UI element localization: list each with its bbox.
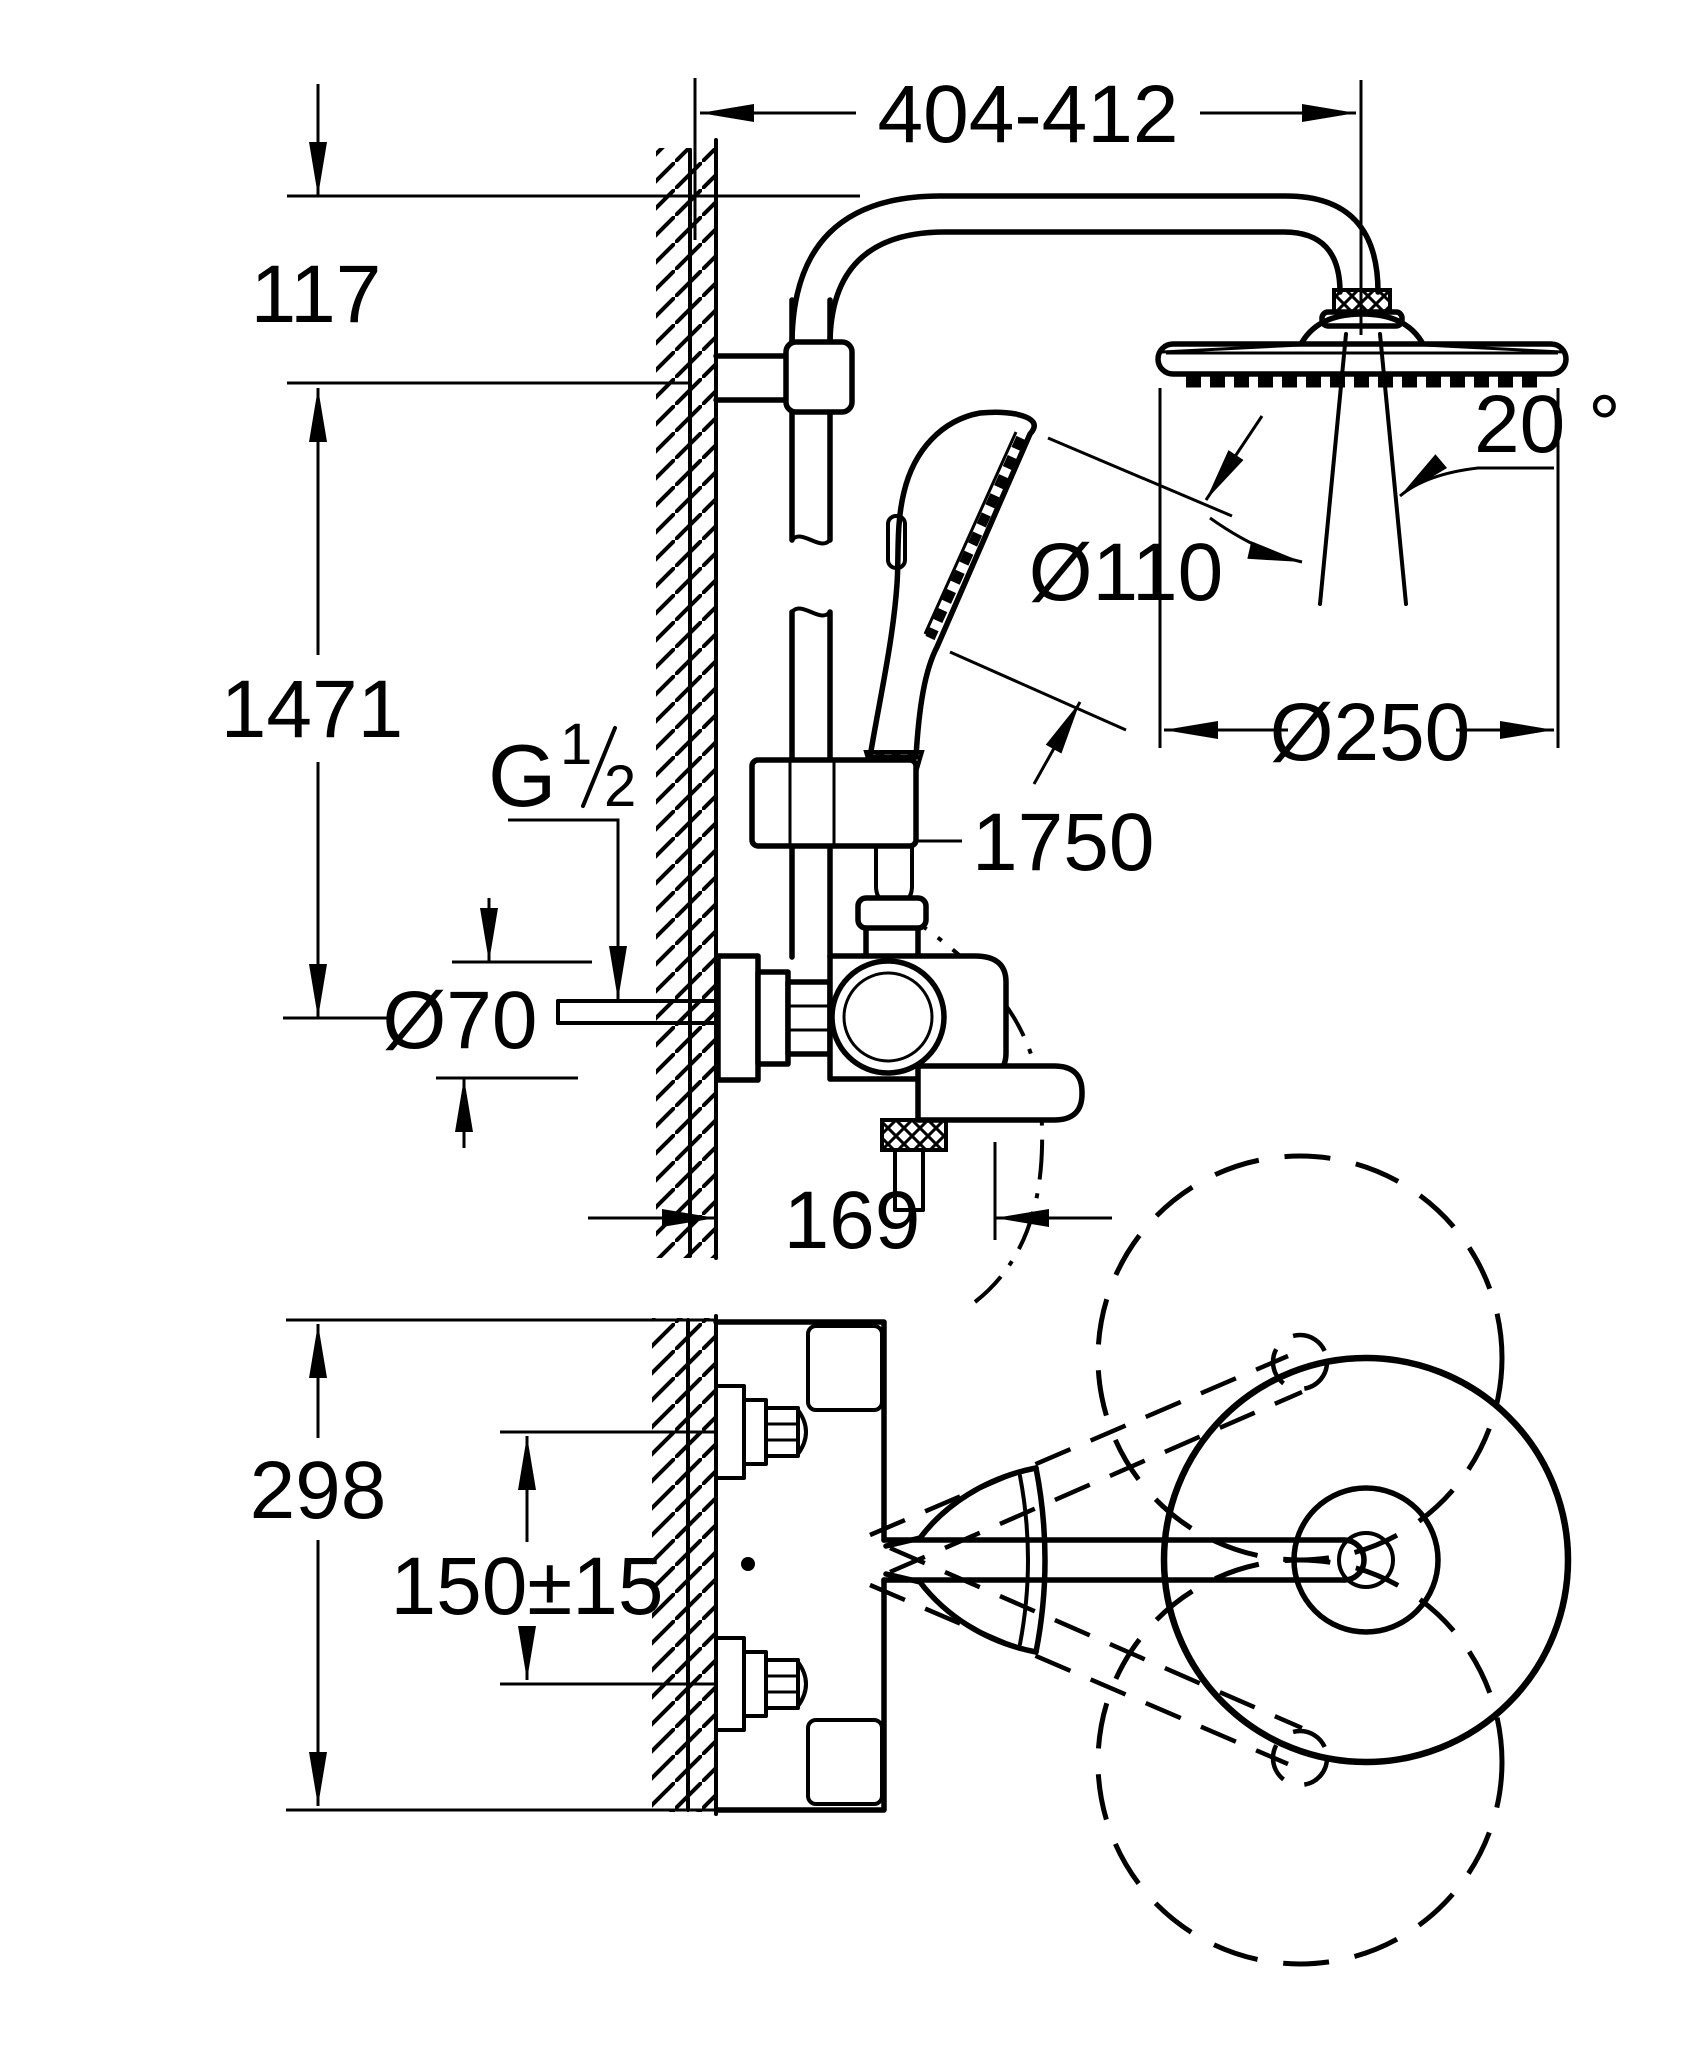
bath-mixer-side: [715, 895, 1085, 1212]
dim-thread-num: 1: [560, 712, 592, 777]
swivel-line: [1378, 332, 1408, 606]
side-view: 404-412 117 1471 G 1 2 Ø70: [221, 69, 1621, 1304]
supply-nut-lower: [764, 1658, 800, 1710]
dim-head-drop: 117: [251, 249, 382, 340]
swivel-range: [869, 1153, 1505, 1967]
mixer-plan: [713, 1319, 887, 1813]
outlet-ball: [829, 958, 947, 1076]
union-nut: [785, 979, 833, 1057]
dim-supply-spacing: 150±15: [390, 1541, 663, 1632]
pipe-break-mark: [790, 534, 832, 546]
hand-shower-plan: [883, 1465, 1048, 1655]
dim-spout-projection: 169: [784, 1175, 921, 1266]
dim-thread-g: G: [488, 726, 556, 825]
plan-view: 298 150±15: [250, 1153, 1572, 1967]
supply-nut-upper: [764, 1406, 800, 1458]
hose-union: [880, 1118, 948, 1152]
diverter-knob: [855, 895, 929, 931]
dim-swivel-angle: 20 °: [1474, 379, 1621, 470]
hand-shower-side: [749, 409, 1037, 906]
dim-install-height: 1471: [221, 664, 403, 755]
head-position-up: [1095, 1153, 1505, 1563]
head-shower-plan: [881, 1354, 1572, 1766]
dim-top-width: 404-412: [878, 69, 1179, 160]
wall-section-side: [656, 138, 718, 1260]
dim-hand-shower-dia: Ø110: [1029, 527, 1224, 618]
supply-pipe: [556, 999, 730, 1025]
spray-mode-button: [886, 514, 907, 570]
shower-rail: [713, 193, 1381, 960]
dimensions-plan: 298 150±15: [250, 1318, 714, 1812]
dim-escutcheon-dia: Ø70: [383, 975, 538, 1066]
tub-spout: [915, 1063, 1085, 1123]
dim-body-width: 298: [250, 1445, 387, 1536]
escutcheon: [715, 953, 761, 1083]
dimensions-side: 404-412 117 1471 G 1 2 Ø70: [221, 69, 1621, 1266]
fixing-screw: [741, 1557, 755, 1571]
wall-bracket: [713, 339, 855, 415]
head-shower-circle: [1160, 1354, 1572, 1766]
dim-head-shower-dia: Ø250: [1270, 687, 1471, 778]
swivel-line: [1318, 332, 1348, 606]
pipe-break-mark: [790, 606, 832, 618]
hand-shower-nozzles: [925, 435, 1026, 641]
dim-hose-length: 1750: [972, 797, 1154, 888]
head-position-down: [1095, 1557, 1505, 1967]
dim-thread-den: 2: [604, 754, 636, 819]
